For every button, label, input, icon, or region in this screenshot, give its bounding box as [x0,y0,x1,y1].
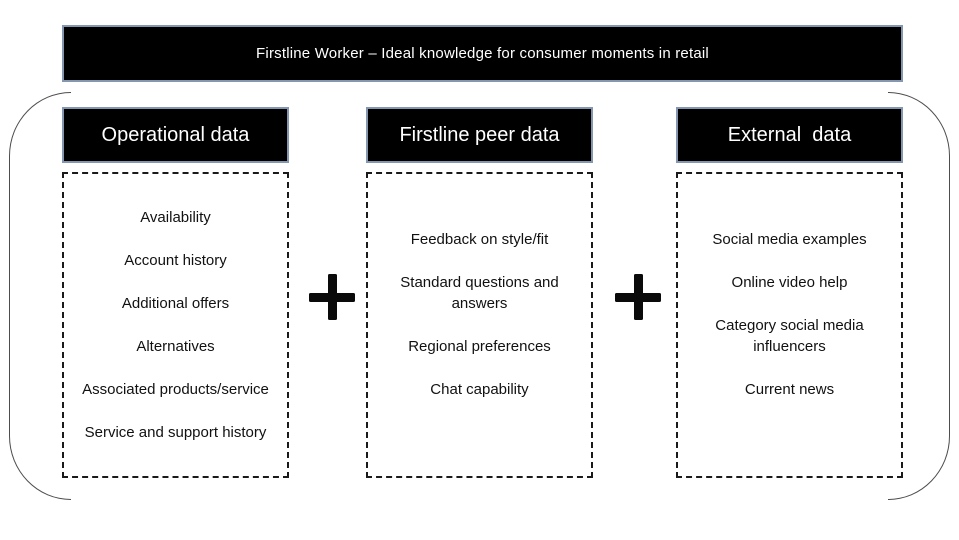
list-item: Chat capability [430,381,529,398]
list-item: Additional offers [121,295,230,312]
column-items-panel: Feedback on style/fit Standard questions… [366,172,593,478]
plus-symbol: + [615,274,616,275]
column-header: Operational data [62,107,289,163]
column-operational-data: Operational data Availability Account hi… [62,107,289,478]
list-item: Availability [140,209,211,226]
list-item: Feedback on style/fit [410,231,549,248]
column-firstline-peer-data: Firstline peer data Feedback on style/fi… [366,107,593,478]
plus-icon: + [615,274,661,320]
list-item: Standard questions and answers [400,274,559,312]
title-banner: Firstline Worker – Ideal knowledge for c… [62,25,903,82]
list-item: Alternatives [136,338,215,355]
column-items-panel: Social media examples Online video help … [676,172,903,478]
list-item: Social media examples [712,231,867,248]
column-header: External data [676,107,903,163]
column-header-label: Operational data [101,123,250,146]
page-title: Firstline Worker – Ideal knowledge for c… [256,45,709,62]
column-header-label: Firstline peer data [399,123,560,146]
list-item: Associated products/service [82,381,269,398]
list-item: Category social media influencers [715,317,864,355]
list-item: Service and support history [84,424,267,441]
list-item: Online video help [731,274,848,291]
column-header: Firstline peer data [366,107,593,163]
column-header-label: External data [727,123,852,146]
list-item: Current news [744,381,835,398]
plus-symbol: + [309,274,310,275]
column-external-data: External data Social media examples Onli… [676,107,903,478]
list-item: Regional preferences [408,338,551,355]
plus-icon: + [309,274,355,320]
column-items-panel: Availability Account history Additional … [62,172,289,478]
list-item: Account history [124,252,227,269]
